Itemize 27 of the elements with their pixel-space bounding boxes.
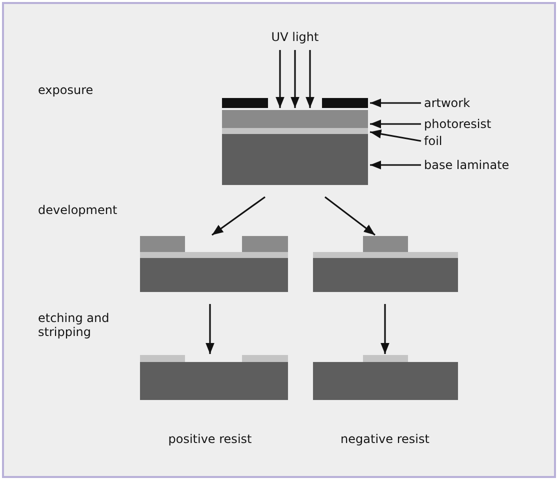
leader-line bbox=[370, 120, 421, 128]
step-label: etching and stripping bbox=[38, 311, 110, 339]
part-label: base laminate bbox=[424, 158, 510, 172]
arrow bbox=[324, 196, 376, 236]
photoresist-layer bbox=[222, 110, 368, 128]
board-cross-section bbox=[313, 236, 458, 292]
board-cross-section bbox=[140, 236, 288, 292]
board-cross-section bbox=[313, 355, 458, 400]
column-label: positive resist bbox=[167, 432, 253, 446]
arrow bbox=[212, 196, 266, 236]
arrow bbox=[380, 304, 390, 354]
step-label: exposure bbox=[38, 83, 94, 97]
artwork-mask bbox=[222, 98, 368, 108]
part-label: foil bbox=[424, 134, 442, 148]
step-label: development bbox=[38, 203, 118, 217]
arrow bbox=[206, 304, 214, 354]
exposure-stack bbox=[222, 98, 368, 185]
leader-line bbox=[370, 98, 421, 108]
light-source-label: UV light bbox=[270, 30, 320, 44]
part-label: artwork bbox=[424, 96, 470, 110]
column-label: negative resist bbox=[340, 432, 430, 446]
leader-line bbox=[370, 160, 421, 170]
part-label: photoresist bbox=[424, 117, 492, 131]
board-cross-section bbox=[140, 355, 288, 400]
foil-layer bbox=[222, 128, 368, 134]
base-laminate-layer bbox=[222, 134, 368, 185]
leader-line bbox=[370, 130, 422, 142]
